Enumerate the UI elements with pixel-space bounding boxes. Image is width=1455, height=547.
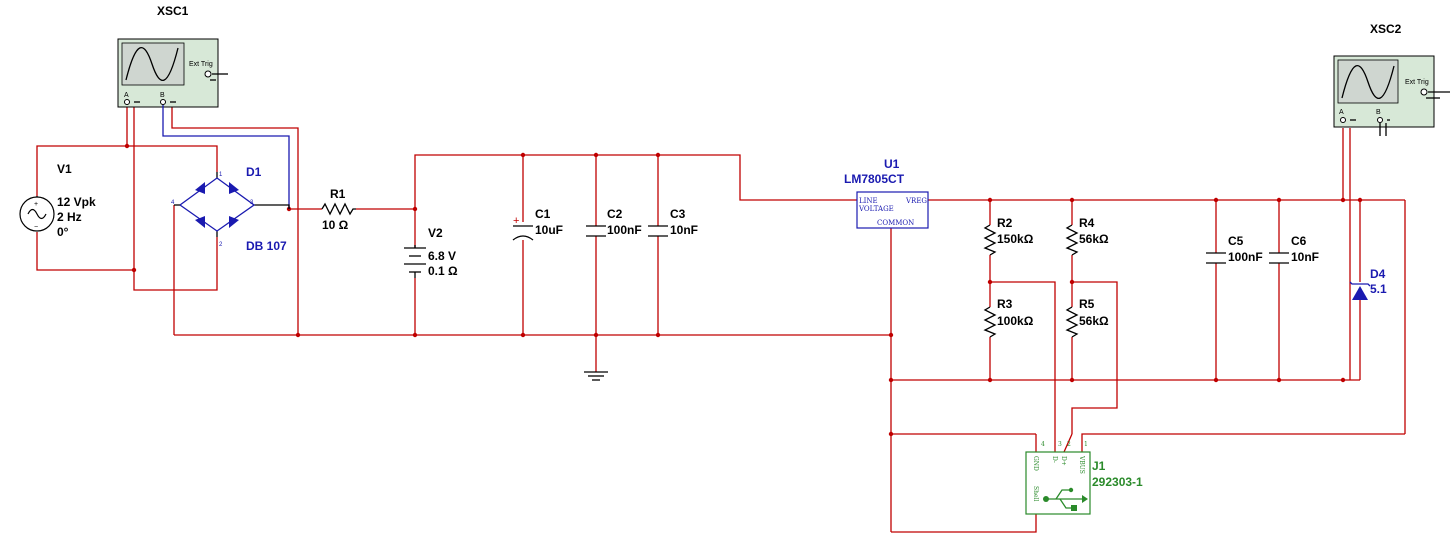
- r4-value: 56kΩ: [1079, 232, 1109, 246]
- c6-ref: C6: [1291, 234, 1307, 248]
- resistor-r2[interactable]: R2 150kΩ: [983, 216, 1034, 256]
- r1-value: 10 Ω: [322, 218, 349, 232]
- resistor-r4[interactable]: R4 56kΩ: [1065, 216, 1109, 256]
- capacitor-c2[interactable]: C2 100nF: [586, 207, 642, 237]
- c1-value: 10uF: [535, 223, 563, 237]
- sine-icon: [27, 208, 47, 220]
- waveform-icon: [1341, 64, 1395, 100]
- v2-resistance: 0.1 Ω: [428, 264, 458, 278]
- capacitor-c6[interactable]: C6 10nF: [1269, 234, 1319, 264]
- xsc1-label: XSC1: [157, 4, 189, 18]
- r2-value: 150kΩ: [997, 232, 1034, 246]
- resistor-r1[interactable]: R1 10 Ω: [321, 187, 356, 232]
- c1-ref: C1: [535, 207, 551, 221]
- svg-text:LINE: LINE: [859, 197, 878, 205]
- j1-part: 292303-1: [1092, 475, 1143, 489]
- svg-text:2: 2: [1067, 441, 1071, 448]
- j1-ref: J1: [1092, 459, 1106, 473]
- c2-ref: C2: [607, 207, 623, 221]
- c5-ref: C5: [1228, 234, 1244, 248]
- svg-text:D-: D-: [1051, 456, 1058, 463]
- bridge-rectifier-d1[interactable]: 1 2 3 4 D1 DB 107: [171, 165, 290, 253]
- r3-value: 100kΩ: [997, 314, 1034, 328]
- d1-ref: D1: [246, 165, 262, 179]
- wires: [36, 105, 1406, 533]
- svg-text:1: 1: [219, 172, 223, 178]
- c3-ref: C3: [670, 207, 686, 221]
- v2-ref: V2: [428, 226, 443, 240]
- v1-amplitude: 12 Vpk: [57, 195, 96, 209]
- r3-ref: R3: [997, 297, 1013, 311]
- zener-diode-d4[interactable]: D4 5.1: [1349, 267, 1387, 300]
- xsc1-ext-trig: Ext Trig: [189, 61, 213, 68]
- xsc2-ext-trig: Ext Trig: [1405, 79, 1429, 86]
- xsc2-label: XSC2: [1370, 22, 1402, 36]
- battery-v2[interactable]: V2 6.8 V 0.1 Ω: [404, 226, 458, 278]
- r4-ref: R4: [1079, 216, 1095, 230]
- c6-value: 10nF: [1291, 250, 1319, 264]
- svg-text:VREG: VREG: [905, 197, 927, 205]
- v2-voltage: 6.8 V: [428, 249, 456, 263]
- oscilloscope-xsc1[interactable]: XSC1 Ext Trig A B: [117, 4, 228, 108]
- svg-text:+: +: [34, 201, 38, 208]
- svg-text:GND: GND: [1032, 456, 1039, 471]
- resistor-r5[interactable]: R5 56kΩ: [1065, 297, 1109, 338]
- c3-value: 10nF: [670, 223, 698, 237]
- usb-icon: [1043, 487, 1088, 511]
- d4-ref: D4: [1370, 267, 1386, 281]
- r5-ref: R5: [1079, 297, 1095, 311]
- svg-text:Shell: Shell: [1032, 486, 1039, 501]
- capacitor-c3[interactable]: C3 10nF: [648, 207, 698, 237]
- junction-dots: [124, 143, 1363, 437]
- d4-value: 5.1: [1370, 282, 1387, 296]
- svg-text:VBUS: VBUS: [1078, 455, 1085, 474]
- v1-frequency: 2 Hz: [57, 210, 82, 224]
- xsc1-ch-b: B: [160, 92, 165, 99]
- svg-text:4: 4: [171, 200, 175, 206]
- svg-text:+: +: [513, 215, 519, 227]
- regulator-u1[interactable]: U1 LM7805CT LINE VOLTAGE VREG COMMON: [844, 157, 929, 229]
- capacitor-c5[interactable]: C5 100nF: [1206, 234, 1263, 264]
- svg-text:COMMON: COMMON: [877, 219, 914, 227]
- u1-part: LM7805CT: [844, 172, 905, 186]
- ac-source-v1[interactable]: + − V1 12 Vpk 2 Hz 0°: [19, 162, 96, 239]
- v1-phase: 0°: [57, 225, 69, 239]
- capacitor-c1[interactable]: + C1 10uF: [512, 207, 563, 241]
- xsc2-ch-b: B: [1376, 109, 1381, 116]
- u1-ref: U1: [884, 157, 900, 171]
- oscilloscope-xsc2[interactable]: XSC2 Ext Trig A B: [1333, 22, 1450, 136]
- probe-b-wire: [162, 105, 290, 209]
- svg-text:4: 4: [1041, 441, 1045, 448]
- xsc1-ch-a: A: [124, 92, 129, 99]
- ground-icon: [584, 371, 608, 381]
- svg-text:1: 1: [1084, 441, 1088, 448]
- c5-value: 100nF: [1228, 250, 1263, 264]
- c2-value: 100nF: [607, 223, 642, 237]
- waveform-icon: [125, 46, 179, 82]
- svg-text:3: 3: [250, 200, 254, 206]
- svg-text:VOLTAGE: VOLTAGE: [858, 205, 894, 213]
- r5-value: 56kΩ: [1079, 314, 1109, 328]
- d1-part: DB 107: [246, 239, 287, 253]
- v1-ref: V1: [57, 162, 72, 176]
- svg-text:3: 3: [1058, 441, 1062, 448]
- svg-text:2: 2: [219, 242, 223, 248]
- r1-ref: R1: [330, 187, 346, 201]
- r2-ref: R2: [997, 216, 1013, 230]
- svg-text:−: −: [34, 224, 38, 231]
- usb-connector-j1[interactable]: 4 3 2 1 GND D- D+ VBUS Shell J1 292303-1: [1025, 441, 1143, 515]
- resistor-r3[interactable]: R3 100kΩ: [983, 297, 1034, 338]
- xsc2-ch-a: A: [1339, 109, 1344, 116]
- svg-text:D+: D+: [1060, 456, 1067, 466]
